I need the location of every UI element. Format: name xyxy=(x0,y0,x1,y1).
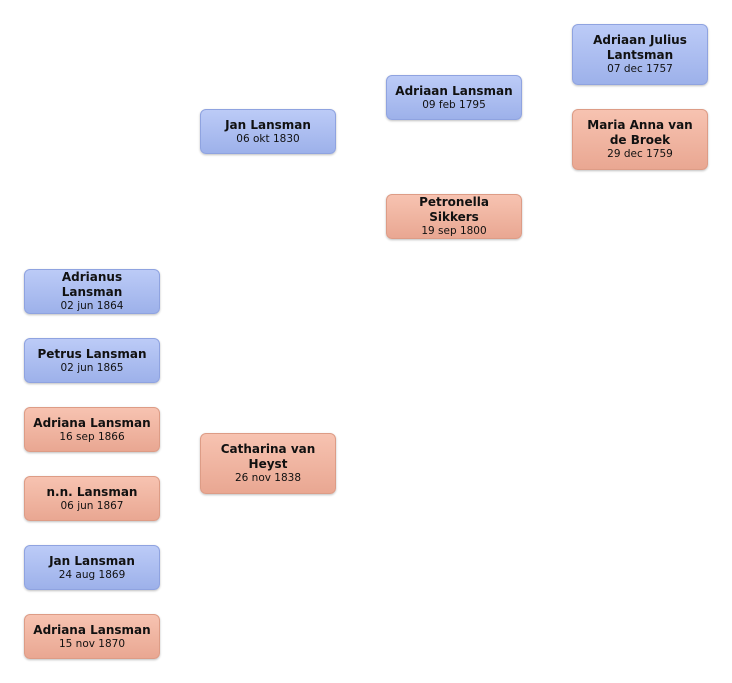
person-name: Adriaan Julius Lantsman xyxy=(593,33,687,62)
person-name: Catharina van Heyst xyxy=(220,442,316,471)
person-card-child[interactable]: Adrianus Lansman 02 jun 1864 xyxy=(24,269,160,314)
person-name: Jan Lansman xyxy=(49,553,135,568)
person-name: Maria Anna van de Broek xyxy=(587,118,693,147)
person-name: Adriana Lansman xyxy=(33,622,151,637)
person-name: n.n. Lansman xyxy=(46,484,138,499)
person-date: 06 okt 1830 xyxy=(236,132,300,145)
person-date: 06 jun 1867 xyxy=(60,499,124,512)
person-date: 02 jun 1865 xyxy=(60,361,124,374)
person-card-grandfather[interactable]: Adriaan Lansman 09 feb 1795 xyxy=(386,75,522,120)
person-card-great-grandfather[interactable]: Adriaan Julius Lantsman 07 dec 1757 xyxy=(572,24,708,85)
person-card-grandmother[interactable]: Petronella Sikkers 19 sep 1800 xyxy=(386,194,522,239)
person-card-father[interactable]: Jan Lansman 06 okt 1830 xyxy=(200,109,336,154)
person-date: 09 feb 1795 xyxy=(422,98,486,111)
person-date: 26 nov 1838 xyxy=(234,472,302,484)
person-name: Jan Lansman xyxy=(225,117,311,132)
person-name: Petronella Sikkers xyxy=(419,195,489,224)
person-card-child[interactable]: Petrus Lansman 02 jun 1865 xyxy=(24,338,160,383)
person-date: 07 dec 1757 xyxy=(607,63,673,75)
person-card-child[interactable]: Adriana Lansman 16 sep 1866 xyxy=(24,407,160,452)
person-card-mother[interactable]: Catharina van Heyst 26 nov 1838 xyxy=(200,433,336,494)
person-card-great-grandmother[interactable]: Maria Anna van de Broek 29 dec 1759 xyxy=(572,109,708,170)
person-name: Petrus Lansman xyxy=(37,346,147,361)
person-name: Adriana Lansman xyxy=(33,415,151,430)
person-date: 02 jun 1864 xyxy=(60,300,124,312)
person-date: 24 aug 1869 xyxy=(58,568,126,581)
person-name: Adrianus Lansman xyxy=(61,270,123,299)
person-card-child[interactable]: Jan Lansman 24 aug 1869 xyxy=(24,545,160,590)
person-date: 19 sep 1800 xyxy=(421,225,487,237)
person-date: 16 sep 1866 xyxy=(59,430,125,443)
person-card-child[interactable]: n.n. Lansman 06 jun 1867 xyxy=(24,476,160,521)
person-date: 29 dec 1759 xyxy=(607,148,673,160)
person-name: Adriaan Lansman xyxy=(395,83,513,98)
person-card-child[interactable]: Adriana Lansman 15 nov 1870 xyxy=(24,614,160,659)
person-date: 15 nov 1870 xyxy=(58,637,126,650)
